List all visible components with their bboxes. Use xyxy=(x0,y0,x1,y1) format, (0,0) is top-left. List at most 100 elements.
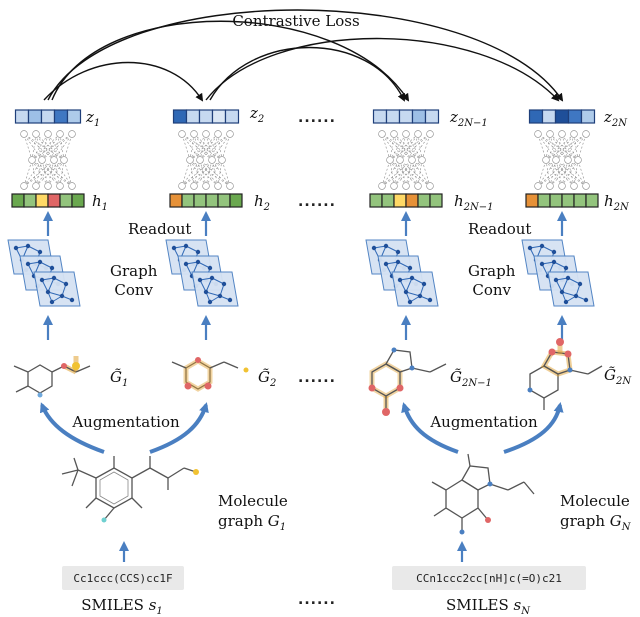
net-node xyxy=(390,182,398,190)
net-edge xyxy=(537,133,557,161)
conv-edge xyxy=(399,279,407,293)
conv-edge xyxy=(39,261,53,269)
net-edge xyxy=(393,159,401,187)
net-edge xyxy=(561,159,579,187)
z-cell xyxy=(53,109,69,124)
conv-edge xyxy=(397,261,411,269)
net-node xyxy=(570,130,578,138)
h-cell xyxy=(549,193,563,208)
net-edge xyxy=(31,133,61,161)
net-edge xyxy=(41,133,73,161)
net-node xyxy=(208,156,216,164)
net-edge xyxy=(389,159,419,187)
net-node xyxy=(546,182,554,190)
z-label-2n: z2N xyxy=(604,108,628,129)
net-edge xyxy=(537,133,547,161)
net-edge xyxy=(545,159,575,187)
net-edge xyxy=(399,159,419,187)
net-edge xyxy=(405,133,413,161)
conv-node xyxy=(551,259,557,265)
conv-edge xyxy=(47,277,55,293)
net-edge xyxy=(189,159,219,187)
z-label-2n1: z2N−1 xyxy=(450,108,488,129)
conv-node xyxy=(427,297,433,303)
h-cell xyxy=(217,193,231,208)
conv-node xyxy=(527,245,533,251)
conv-edge xyxy=(541,263,549,277)
graph-conv-stack-2n xyxy=(521,239,595,307)
net-edge xyxy=(389,159,407,187)
net-edge xyxy=(381,133,413,161)
net-edge xyxy=(549,133,569,161)
net-edge xyxy=(537,159,579,187)
net-edge xyxy=(189,133,195,161)
net-edge xyxy=(181,133,213,161)
net-edge xyxy=(31,133,37,161)
net-node xyxy=(426,130,434,138)
projection-net-2n xyxy=(534,130,590,190)
net-node xyxy=(582,130,590,138)
net-edge xyxy=(221,159,231,187)
net-node xyxy=(226,182,234,190)
arc-z1-z2n xyxy=(47,9,564,102)
net-edge xyxy=(189,133,207,161)
net-edge xyxy=(389,133,431,161)
conv-node xyxy=(63,281,69,287)
h-cell xyxy=(71,193,85,208)
graph-conv-stack-1 xyxy=(7,239,81,307)
g-label-1: G̃1 xyxy=(110,368,129,389)
z-cell xyxy=(14,109,30,124)
conv-edge xyxy=(411,277,425,285)
graph-conv-stack-2 xyxy=(165,239,239,307)
net-edge xyxy=(549,133,579,161)
net-edge xyxy=(399,159,407,187)
net-node xyxy=(552,156,560,164)
net-edge xyxy=(573,159,579,187)
net-edge xyxy=(545,159,563,187)
net-edge xyxy=(205,133,213,161)
net-edge xyxy=(53,159,61,187)
h-cell xyxy=(405,193,419,208)
net-edge xyxy=(411,159,431,187)
net-edge xyxy=(399,133,407,161)
net-edge xyxy=(31,133,73,161)
net-edge xyxy=(567,133,575,161)
contrastive-loss-title: Contrastive Loss xyxy=(232,12,360,30)
net-edge xyxy=(393,159,413,187)
h-cell xyxy=(429,193,443,208)
conv-node xyxy=(171,245,177,251)
z-cell xyxy=(185,109,201,124)
net-edge xyxy=(189,133,219,161)
net-edge xyxy=(405,159,413,187)
conv-edge xyxy=(405,291,421,297)
net-edge xyxy=(561,133,579,161)
net-node xyxy=(574,156,582,164)
net-edge xyxy=(405,159,423,187)
net-edge xyxy=(389,159,395,187)
net-node xyxy=(414,130,422,138)
net-edge xyxy=(181,159,213,187)
net-edge xyxy=(417,133,423,161)
conv-edge xyxy=(385,263,393,277)
conv-node xyxy=(577,281,583,287)
net-node xyxy=(60,156,68,164)
net-edge xyxy=(35,133,43,161)
net-edge xyxy=(417,159,423,187)
net-node xyxy=(546,130,554,138)
z-cell xyxy=(541,109,557,124)
net-edge xyxy=(555,159,587,187)
net-edge xyxy=(199,133,231,161)
net-edge xyxy=(205,133,223,161)
net-node xyxy=(44,182,52,190)
conv-edge xyxy=(541,245,555,253)
h-cell xyxy=(369,193,383,208)
net-edge xyxy=(199,133,219,161)
conv-node xyxy=(13,245,19,251)
net-node xyxy=(202,182,210,190)
net-node xyxy=(50,156,58,164)
net-edge xyxy=(389,133,419,161)
conv-node xyxy=(409,275,415,281)
net-edge xyxy=(381,159,413,187)
